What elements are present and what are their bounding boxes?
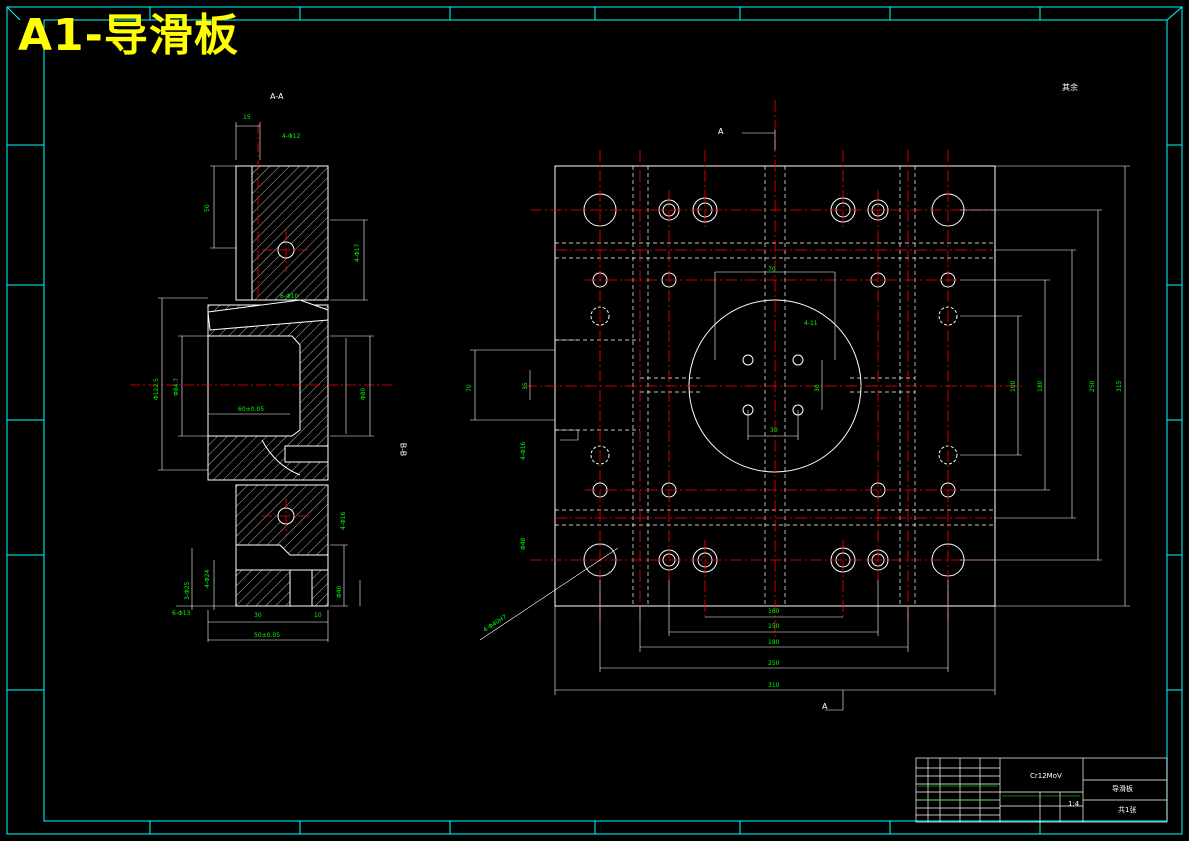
- dim-label: 4-11: [804, 320, 818, 327]
- dim-label: 30: [254, 612, 262, 619]
- dim-label: Φ122.5: [153, 378, 160, 400]
- dim-label: 4-Φ16: [520, 441, 527, 460]
- section-mark-bottom: A: [822, 702, 828, 711]
- dim-label: 50±0.05: [254, 632, 281, 639]
- sheet-border: [6, 6, 1183, 835]
- dim-label: 250: [1089, 380, 1096, 392]
- scale-label: 1:4: [1068, 800, 1080, 808]
- dim-label: 180: [768, 639, 780, 646]
- dim-label: 3-Φ25: [184, 581, 191, 600]
- dim-label: 4-Φ17: [354, 243, 361, 262]
- dim-label: 4-Φ12: [282, 133, 301, 140]
- section-label: A-A: [270, 92, 284, 101]
- dim-label: 315: [1116, 380, 1123, 392]
- section-view: [130, 122, 395, 642]
- dim-label: 60±0.05: [238, 406, 265, 413]
- drawing-title: A1-导滑板: [18, 10, 239, 61]
- dim-label: 15: [243, 114, 251, 121]
- side-view-label: B-B: [398, 442, 408, 457]
- dim-label: 35: [522, 382, 529, 390]
- sheet-label: 共1张: [1118, 806, 1137, 814]
- dim-label: 70: [466, 384, 473, 392]
- dim-label: 180: [1037, 380, 1044, 392]
- dim-label: 160: [768, 608, 780, 615]
- material-label: Cr12MoV: [1030, 772, 1062, 780]
- dim-label: 10: [314, 612, 322, 619]
- dim-label: 100: [1010, 380, 1017, 392]
- title-block: [915, 757, 1168, 823]
- dim-label: 150: [768, 623, 780, 630]
- dim-label: Φ48: [520, 537, 527, 550]
- dim-label: 30: [814, 384, 821, 392]
- dim-label: Φ80: [360, 387, 367, 400]
- dim-label: 6-Φ13: [172, 610, 191, 617]
- section-mark-top: A: [718, 127, 724, 136]
- dim-label: 4-Φ24: [204, 569, 211, 588]
- dim-label: 6-Φ10: [280, 293, 299, 300]
- part-name-label: 导滑板: [1112, 785, 1133, 793]
- roughness-note: 其余: [1062, 83, 1078, 92]
- plan-view: [470, 100, 1130, 711]
- dim-label: 4-Φ16: [340, 511, 347, 530]
- dim-label: 50: [204, 204, 211, 212]
- dim-label: Φ40: [336, 585, 343, 598]
- dim-label: 310: [768, 682, 780, 689]
- dim-label: 250: [768, 660, 780, 667]
- dim-label: Φ84.7: [173, 377, 180, 396]
- dim-label: 70: [768, 266, 776, 273]
- dim-label: 30: [770, 427, 778, 434]
